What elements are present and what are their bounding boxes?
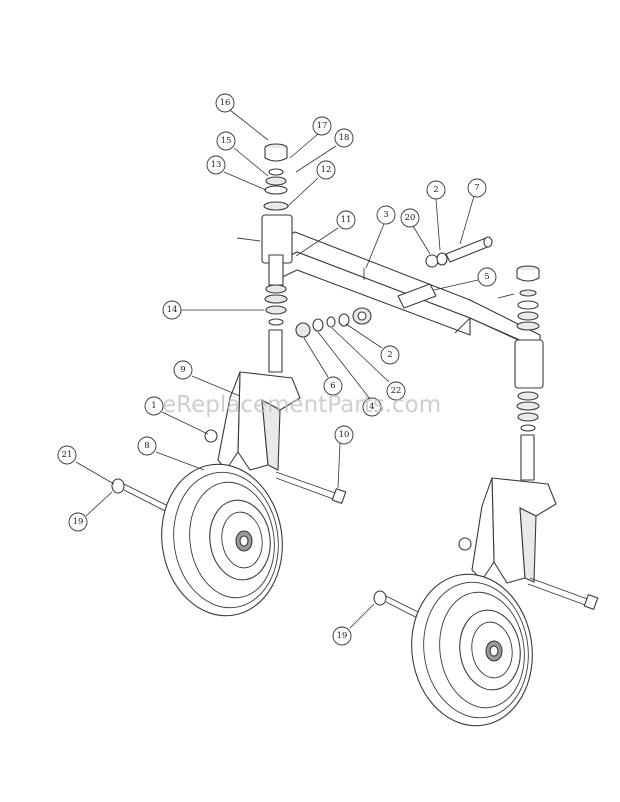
callout-14: 14 xyxy=(162,300,182,320)
callout-12: 12 xyxy=(316,160,336,180)
callout-15: 15 xyxy=(216,131,236,151)
svg-text:16: 16 xyxy=(220,98,231,108)
svg-text:15: 15 xyxy=(221,136,232,146)
svg-text:13: 13 xyxy=(211,160,222,170)
callout-19-left: 19 xyxy=(68,512,88,532)
callout-10: 10 xyxy=(334,425,354,445)
svg-text:20: 20 xyxy=(405,213,416,223)
callout-17: 17 xyxy=(312,116,332,136)
callout-21: 21 xyxy=(57,445,77,465)
svg-text:18: 18 xyxy=(339,133,350,143)
svg-text:2: 2 xyxy=(387,350,392,360)
svg-text:19: 19 xyxy=(337,631,348,641)
right-spindle-stack xyxy=(497,265,544,481)
callout-11: 11 xyxy=(336,210,356,230)
svg-text:2: 2 xyxy=(433,185,438,195)
right-wheel xyxy=(411,573,533,727)
svg-text:12: 12 xyxy=(321,165,332,175)
leader-lines xyxy=(75,109,479,629)
svg-text:22: 22 xyxy=(391,386,402,396)
pivot-hardware xyxy=(295,236,493,338)
callout-9: 9 xyxy=(173,360,193,380)
watermark-text: eReplacementParts.com xyxy=(162,392,441,418)
callout-2-top: 2 xyxy=(426,180,446,200)
callout-13: 13 xyxy=(206,155,226,175)
callout-22: 22 xyxy=(386,381,406,401)
svg-text:6: 6 xyxy=(330,381,335,391)
callout-7: 7 xyxy=(467,178,487,198)
svg-text:10: 10 xyxy=(339,430,350,440)
callout-1: 1 xyxy=(144,396,164,416)
svg-text:1: 1 xyxy=(151,401,156,411)
svg-text:8: 8 xyxy=(144,441,149,451)
svg-text:19: 19 xyxy=(73,517,84,527)
callout-6: 6 xyxy=(323,376,343,396)
svg-text:17: 17 xyxy=(317,121,328,131)
callout-8: 8 xyxy=(137,436,157,456)
callout-18: 18 xyxy=(334,128,354,148)
svg-text:9: 9 xyxy=(180,365,185,375)
svg-text:14: 14 xyxy=(167,305,178,315)
svg-text:3: 3 xyxy=(383,210,388,220)
svg-text:7: 7 xyxy=(474,183,479,193)
callout-20: 20 xyxy=(400,208,420,228)
svg-text:4: 4 xyxy=(369,402,374,412)
right-caster-fork xyxy=(471,477,557,584)
svg-text:21: 21 xyxy=(62,450,73,460)
svg-text:5: 5 xyxy=(484,272,489,282)
callout-5: 5 xyxy=(477,267,497,287)
callout-19-right: 19 xyxy=(332,626,352,646)
callout-2-middle: 2 xyxy=(380,345,400,365)
left-caster-fork xyxy=(217,371,301,471)
left-spindle-stack xyxy=(236,143,289,373)
svg-text:11: 11 xyxy=(341,215,352,225)
callout-16: 16 xyxy=(215,93,235,113)
left-wheel xyxy=(161,463,283,617)
callout-4: 4 xyxy=(362,397,382,417)
callout-3: 3 xyxy=(376,205,396,225)
